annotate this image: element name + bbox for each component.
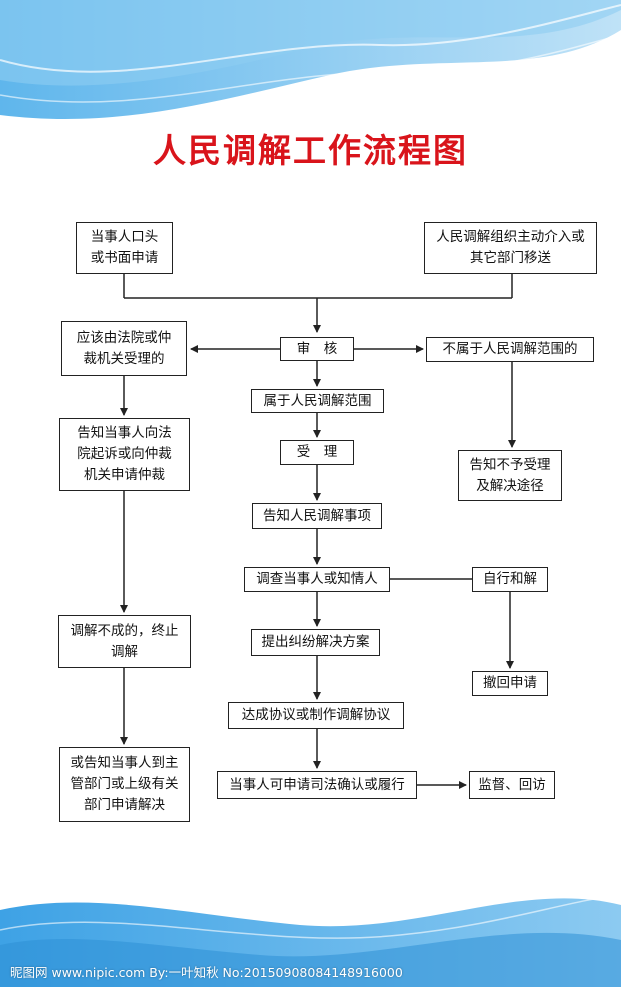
- supervise-box: 监督、回访: [469, 771, 555, 799]
- investigate-box: 调查当事人或知情人: [244, 567, 390, 592]
- inform-authority-box: 或告知当事人到主管部门或上级有关部门申请解决: [59, 747, 190, 822]
- watermark-text: 昵图网 www.nipic.com By:一叶知秋 No:20150908084…: [10, 965, 403, 980]
- not-in-scope-box: 不属于人民调解范围的: [426, 337, 594, 362]
- review-box: 审 核: [280, 337, 354, 361]
- inform-matters-box: 告知人民调解事项: [252, 503, 382, 529]
- accept-box: 受 理: [280, 440, 354, 465]
- party-apply-box: 当事人口头或书面申请: [76, 222, 173, 274]
- agreement-box: 达成协议或制作调解协议: [228, 702, 404, 729]
- org-intervene-box: 人民调解组织主动介入或其它部门移送: [424, 222, 597, 274]
- court-arbitration-box: 应该由法院或仲裁机关受理的: [61, 321, 187, 376]
- inform-court-box: 告知当事人向法院起诉或向仲裁机关申请仲裁: [59, 418, 190, 491]
- self-settle-box: 自行和解: [472, 567, 548, 592]
- judicial-confirm-box: 当事人可申请司法确认或履行: [217, 771, 417, 799]
- inform-no-accept-box: 告知不予受理及解决途径: [458, 450, 562, 501]
- mediation-failed-box: 调解不成的，终止调解: [58, 615, 191, 668]
- page-title: 人民调解工作流程图: [153, 131, 468, 170]
- withdraw-box: 撤回申请: [472, 671, 548, 696]
- propose-plan-box: 提出纠纷解决方案: [251, 629, 380, 656]
- in-scope-box: 属于人民调解范围: [251, 389, 384, 413]
